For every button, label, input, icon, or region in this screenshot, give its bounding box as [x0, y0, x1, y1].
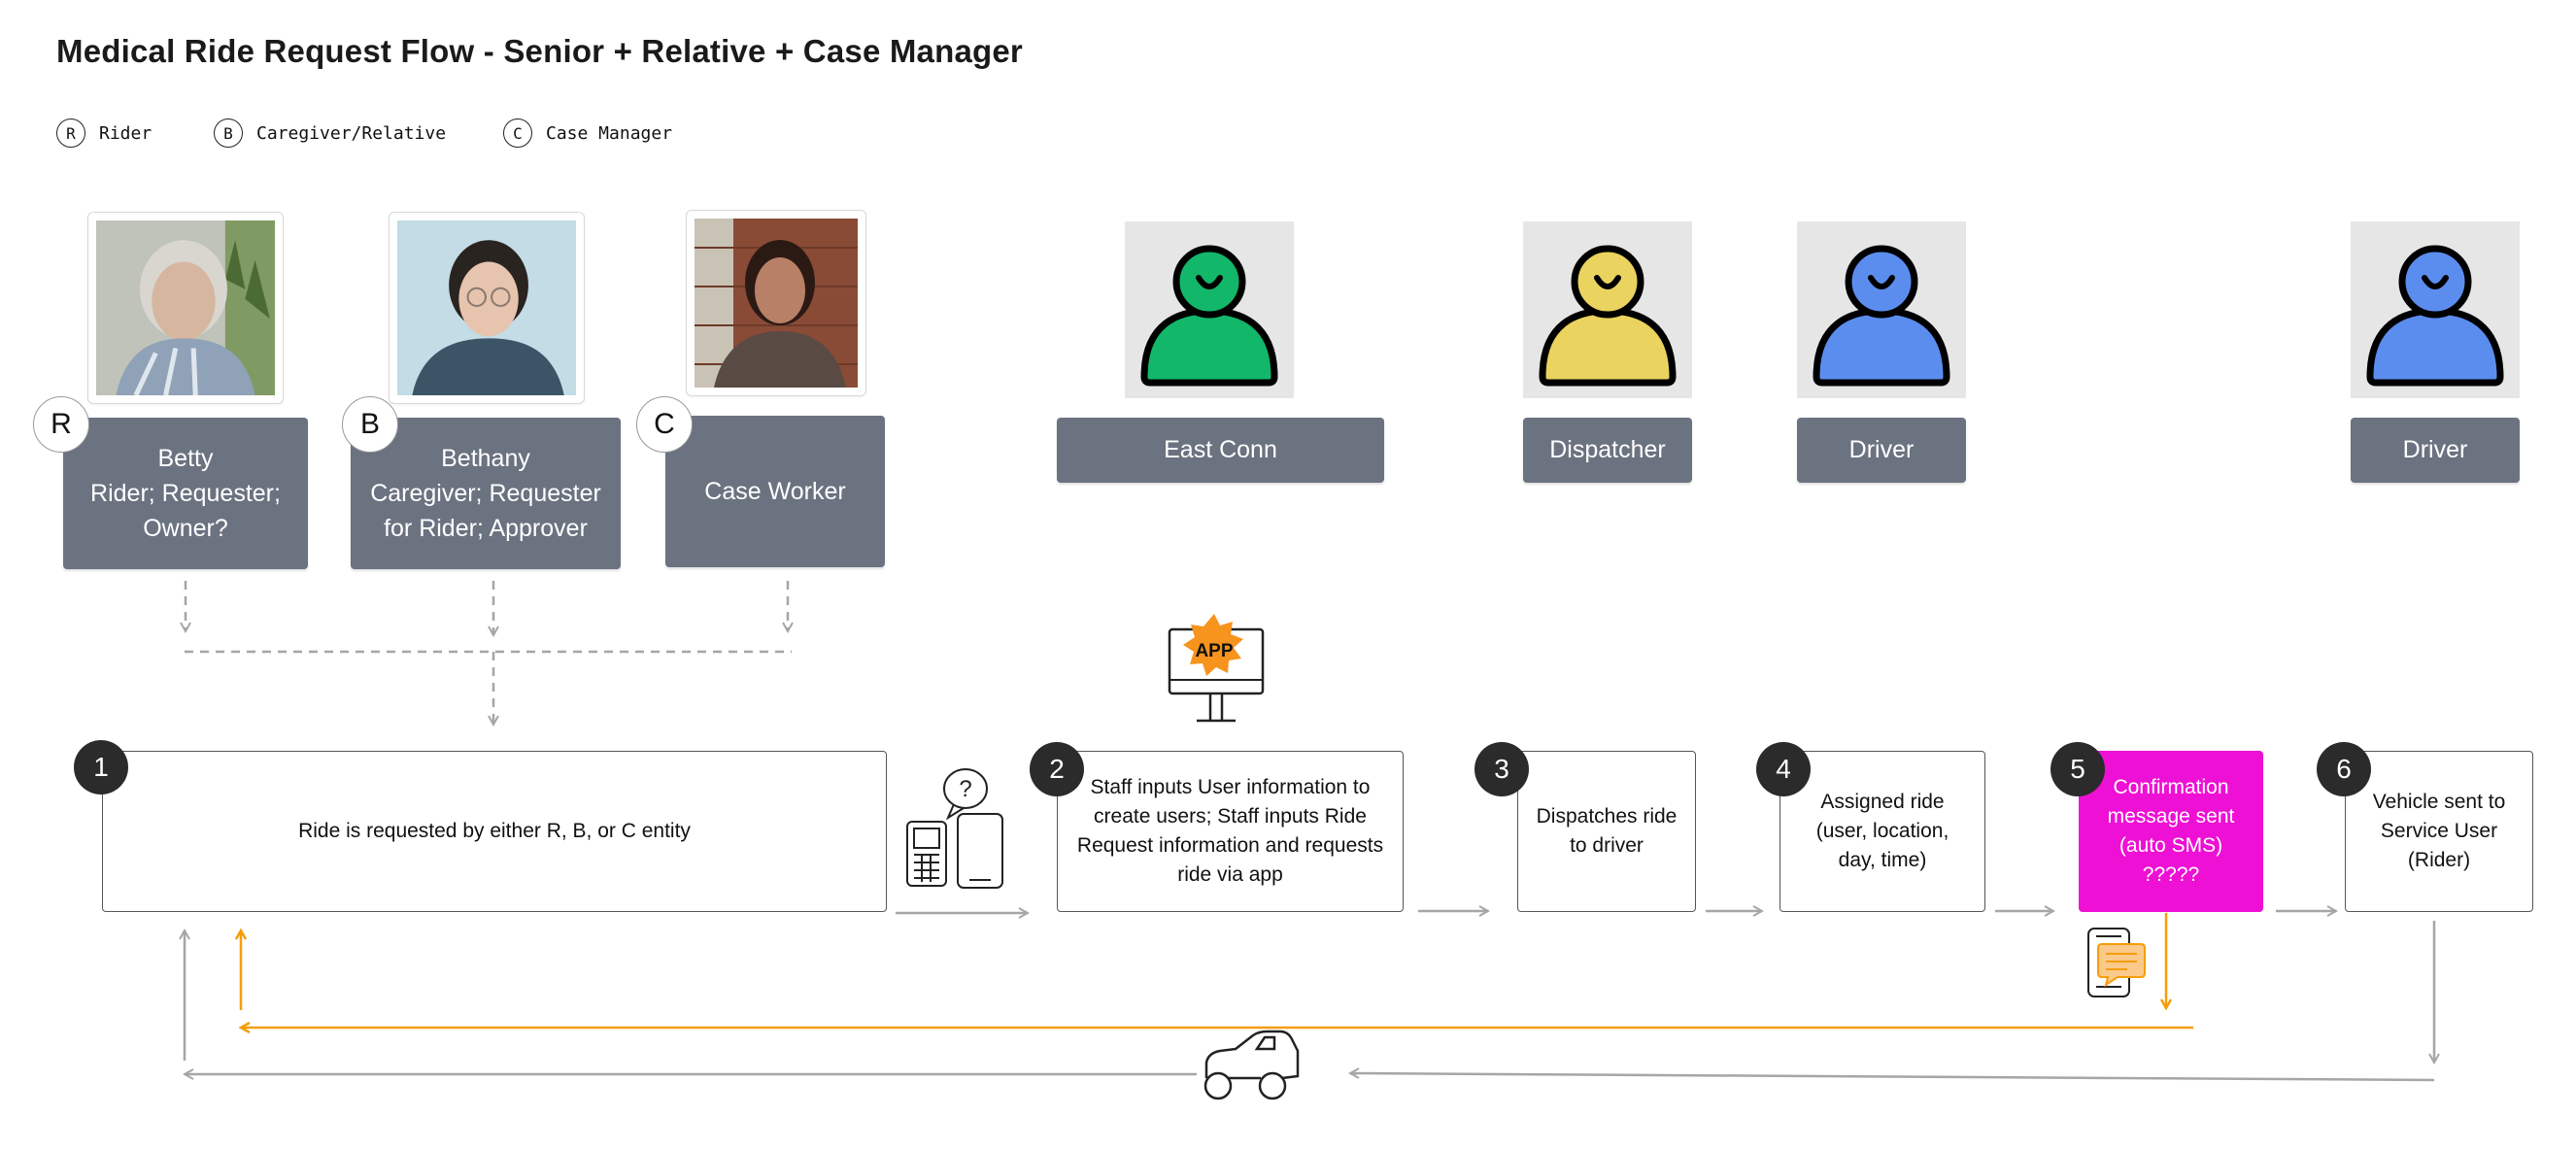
legend-badge-b: B [214, 118, 243, 148]
legend-label-rider: Rider [99, 122, 153, 144]
step-box-2: Staff inputs User information to create … [1057, 751, 1404, 912]
persona-card-betty: Betty Rider; Requester; Owner? [63, 418, 308, 569]
step-5-line-3: (auto SMS) [2118, 834, 2223, 857]
step-6-line-1: Vehicle sent to [2372, 791, 2506, 813]
persona-merge-arrows [185, 581, 792, 725]
role-card-driver-2: Driver [2351, 418, 2520, 483]
monitor-app-icon [1168, 614, 1265, 723]
page-title: Medical Ride Request Flow - Senior + Rel… [56, 33, 1023, 69]
photo-betty [87, 212, 284, 404]
step-number-1: 1 [74, 740, 128, 794]
persona-badge-r: R [33, 396, 89, 453]
persona-badge-b: B [342, 396, 398, 453]
step-6-line-2: Service User [2380, 820, 2498, 842]
step-number-3: 3 [1474, 742, 1529, 796]
avatar-driver-2 [2351, 221, 2520, 398]
legend-badge-c: C [503, 118, 532, 148]
person-icon-blue [1813, 245, 1950, 387]
return-loop-gray [185, 921, 2434, 1082]
sms-phone-icon [2087, 928, 2146, 997]
legend-item-rider: R Rider [56, 118, 152, 148]
persona-bethany-line-1: Bethany [441, 445, 530, 472]
step-5-line-1: Confirmation [2113, 776, 2229, 798]
step-2-line-2: create users; Staff inputs Ride [1094, 805, 1367, 828]
senior-woman-photo [96, 220, 275, 395]
step-5-line-4: ????? [2142, 863, 2200, 886]
car-icon [1203, 1030, 1300, 1100]
step-box-3: Dispatches ride to driver [1517, 751, 1696, 912]
case-worker-photo [695, 219, 858, 388]
person-icon-yellow [1539, 245, 1677, 387]
person-icon-green [1140, 245, 1278, 387]
step-4-line-1: Assigned ride [1820, 791, 1945, 813]
step-6-line-3: (Rider) [2407, 849, 2471, 871]
persona-card-bethany: Bethany Caregiver; Requester for Rider; … [351, 418, 621, 569]
legend-label-caregiver: Caregiver/Relative [256, 122, 447, 144]
role-card-east-conn: East Conn [1057, 418, 1384, 483]
step-flow-arrows [896, 911, 2336, 913]
app-badge-label: APP [1195, 641, 1233, 661]
question-mark-glyph: ? [959, 776, 971, 802]
step-2-line-3: Request information and requests [1076, 834, 1384, 857]
step-box-4: Assigned ride (user, location, day, time… [1779, 751, 1985, 912]
step-box-6: Vehicle sent to Service User (Rider) [2345, 751, 2533, 912]
role-card-driver-1: Driver [1797, 418, 1966, 483]
confirmation-loop-orange [241, 913, 2193, 1028]
persona-card-case-worker: Case Worker [665, 416, 885, 567]
phones-question-icon [906, 768, 1003, 889]
step-5-line-2: message sent [2107, 805, 2235, 828]
step-box-5: Confirmation message sent (auto SMS) ???… [2079, 751, 2263, 912]
persona-badge-c: C [636, 396, 693, 453]
step-number-6: 6 [2317, 742, 2371, 796]
person-icon-blue-2 [2366, 245, 2504, 387]
step-1-line-1: Ride is requested by either R, B, or C e… [298, 820, 691, 842]
persona-betty-line-1: Betty [157, 445, 214, 472]
legend-badge-r: R [56, 118, 85, 148]
step-3-line-2: to driver [1570, 834, 1644, 857]
persona-bethany-line-3: for Rider; Approver [384, 515, 588, 542]
step-2-line-4: ride via app [1177, 863, 1283, 886]
step-3-line-1: Dispatches ride [1536, 805, 1678, 828]
role-card-dispatcher: Dispatcher [1523, 418, 1692, 483]
legend-label-case-manager: Case Manager [546, 122, 673, 144]
legend-item-case-manager: C Case Manager [503, 118, 672, 148]
persona-betty-line-2: Rider; Requester; [90, 480, 281, 507]
legend-item-caregiver: B Caregiver/Relative [214, 118, 446, 148]
step-4-line-2: (user, location, [1815, 820, 1949, 842]
young-woman-photo [397, 220, 576, 395]
persona-case-worker-line-1: Case Worker [704, 478, 846, 505]
step-2-line-1: Staff inputs User information to [1090, 776, 1371, 798]
avatar-driver-1 [1797, 221, 1966, 398]
step-number-5: 5 [2051, 742, 2105, 796]
step-number-2: 2 [1030, 742, 1084, 796]
step-number-4: 4 [1756, 742, 1811, 796]
photo-case-worker [686, 210, 866, 396]
avatar-east-conn [1125, 221, 1294, 398]
photo-bethany [389, 212, 585, 404]
step-4-line-3: day, time) [1838, 849, 1927, 871]
step-box-1: Ride is requested by either R, B, or C e… [102, 751, 887, 912]
persona-betty-line-3: Owner? [143, 515, 228, 542]
avatar-dispatcher [1523, 221, 1692, 398]
persona-bethany-line-2: Caregiver; Requester [370, 480, 601, 507]
